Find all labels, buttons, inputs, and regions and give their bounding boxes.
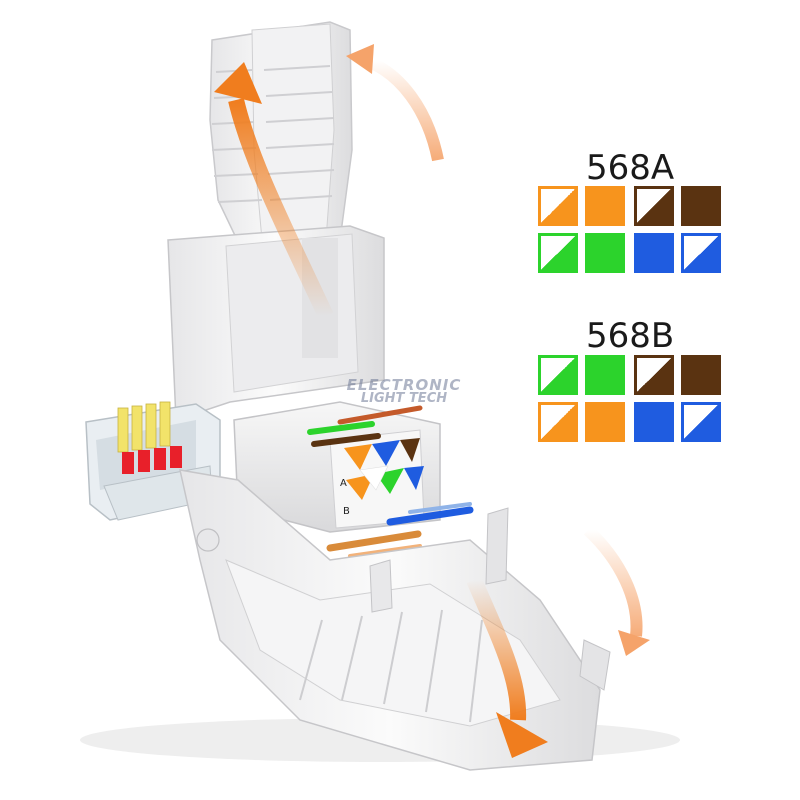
legend-568a-swatch-2 — [585, 186, 625, 226]
curved-arrow-icon — [214, 62, 334, 320]
gold-contacts — [117, 401, 171, 453]
pin-label-a: A — [340, 478, 347, 489]
pin-label-b: B — [343, 506, 350, 517]
legend-568b-swatch-4 — [681, 355, 721, 395]
wire-terminal-block — [233, 401, 441, 533]
legend-568a-swatch-5 — [538, 233, 578, 273]
legend-568b-swatch-7 — [634, 402, 674, 442]
curved-arrow-icon — [346, 44, 444, 162]
legend-title-568a: 568A — [586, 148, 675, 188]
legend-568b-swatch-2 — [585, 355, 625, 395]
curved-arrow-icon — [583, 525, 650, 656]
lower-housing — [179, 469, 611, 771]
upper-housing — [167, 225, 385, 422]
legend-568b-swatch-5 — [538, 402, 578, 442]
legend-568a-swatch-1 — [538, 186, 578, 226]
legend-title-568b: 568B — [586, 316, 675, 356]
legend-568a-swatch-6 — [585, 233, 625, 273]
wires — [307, 405, 474, 558]
legend-568a-swatch-3 — [634, 186, 674, 226]
legend-568b-swatch-6 — [585, 402, 625, 442]
legend-568a-swatch-8 — [681, 233, 721, 273]
legend-568a-swatch-7 — [634, 233, 674, 273]
legend-568b-swatch-3 — [634, 355, 674, 395]
red-contacts — [122, 446, 182, 474]
legend-568a-swatch-4 — [681, 186, 721, 226]
legend-568b-swatch-8 — [681, 402, 721, 442]
curved-arrow-icon — [466, 576, 548, 758]
legend-568b-swatch-1 — [538, 355, 578, 395]
